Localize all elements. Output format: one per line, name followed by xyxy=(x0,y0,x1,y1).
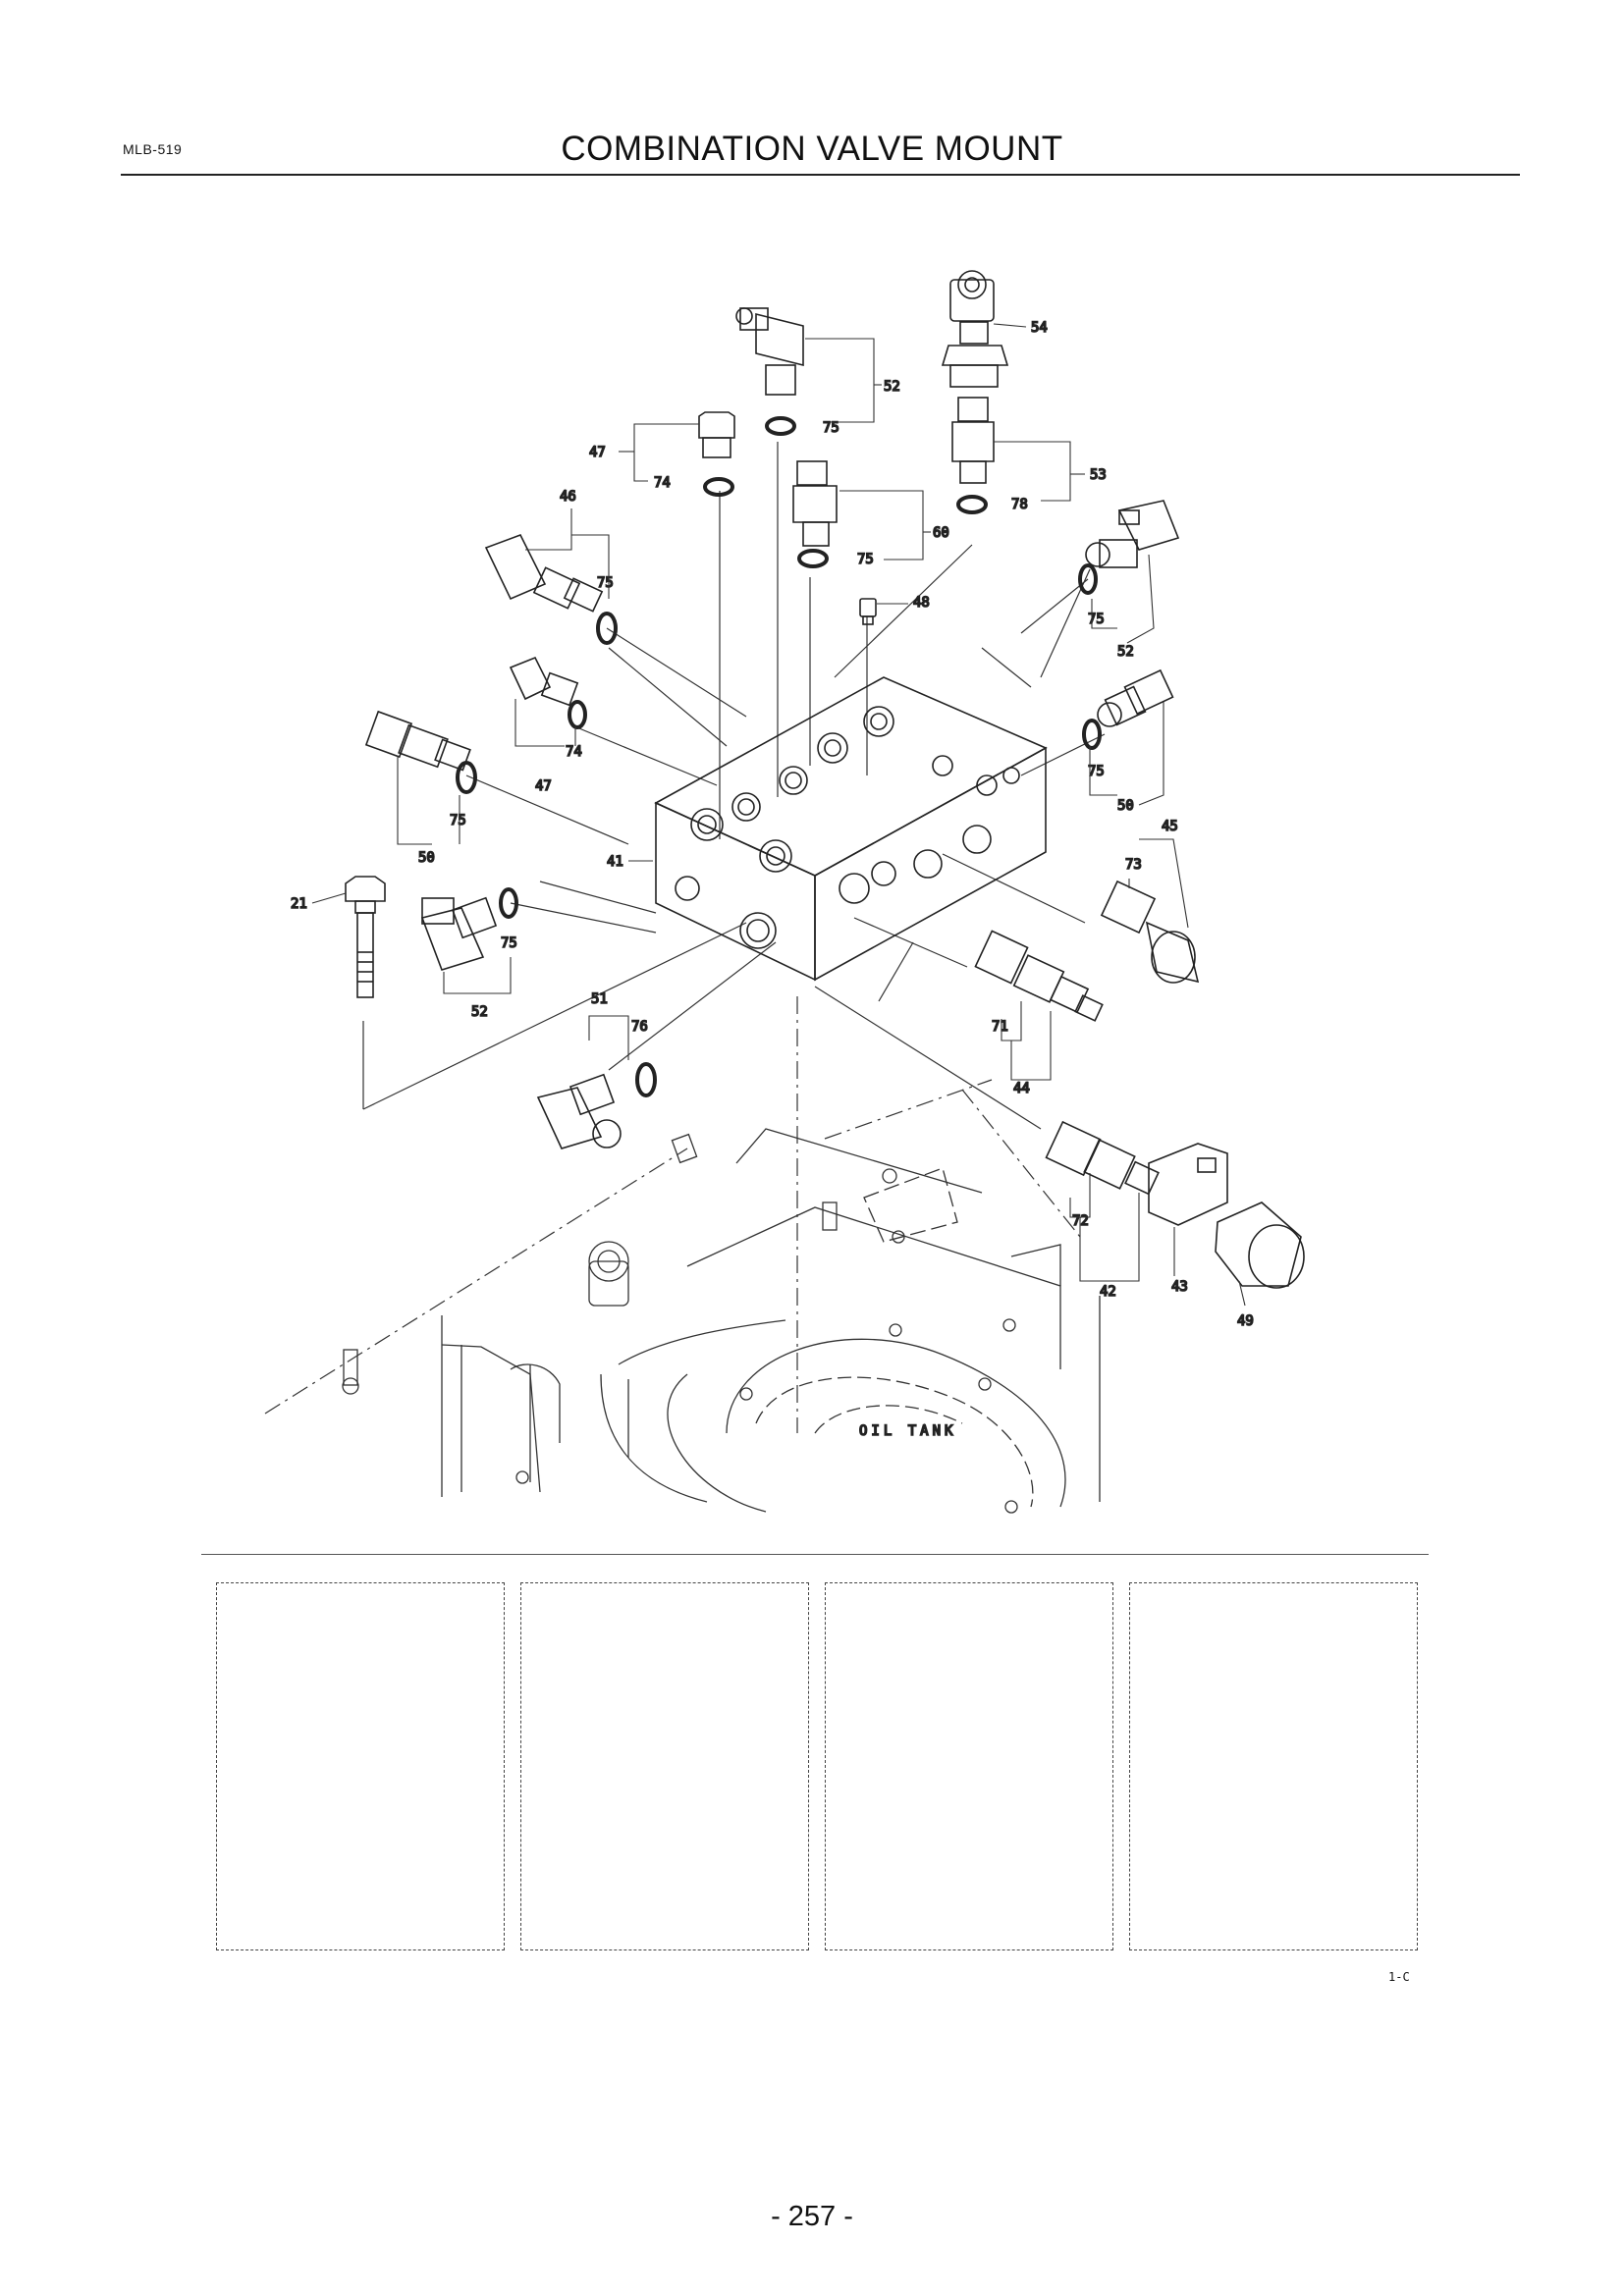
o-ring xyxy=(568,700,587,729)
fitting-53 xyxy=(951,397,995,484)
callout-brackets xyxy=(311,323,1246,1307)
fitting-48 xyxy=(859,598,877,625)
legend-box-3 xyxy=(825,1582,1113,1950)
callout-71: 71 xyxy=(992,1019,1008,1035)
callout-51: 51 xyxy=(591,991,608,1007)
fitting-50-left xyxy=(364,710,471,772)
legend-box-2 xyxy=(520,1582,809,1950)
callout-50b: 50 xyxy=(418,850,435,866)
o-ring xyxy=(1078,563,1098,595)
fitting-46 xyxy=(484,534,604,613)
fitting-47-left xyxy=(509,656,579,707)
callout-52b: 52 xyxy=(1117,644,1134,660)
o-ring xyxy=(956,495,988,514)
callout-47b: 47 xyxy=(535,778,552,794)
callout-49: 49 xyxy=(1237,1313,1254,1329)
callout-75f: 75 xyxy=(450,813,466,828)
callout-54: 54 xyxy=(1031,320,1048,336)
callout-60: 60 xyxy=(933,525,949,541)
bolt-21 xyxy=(345,876,386,998)
callout-44: 44 xyxy=(1013,1081,1030,1096)
o-ring xyxy=(1082,719,1102,750)
callout-50: 50 xyxy=(1117,798,1134,814)
callout-75d: 75 xyxy=(1088,612,1105,627)
callout-75g: 75 xyxy=(501,935,517,951)
callout-74: 74 xyxy=(654,475,671,491)
callout-46: 46 xyxy=(560,489,576,505)
callout-43: 43 xyxy=(1171,1279,1188,1295)
header-divider xyxy=(121,174,1520,176)
plug-47-top xyxy=(698,411,735,458)
leader-lines xyxy=(362,442,1106,1130)
callout-labels: 54 52 75 47 74 53 78 46 60 75 75 48 75 5… xyxy=(290,319,1254,1440)
fitting-52-left xyxy=(420,896,498,971)
oil-tank-label: OIL TANK xyxy=(859,1423,956,1439)
o-ring xyxy=(456,761,477,794)
callout-48: 48 xyxy=(913,595,930,611)
page-title: COMBINATION VALVE MOUNT xyxy=(561,130,1063,168)
callout-76: 76 xyxy=(631,1019,648,1035)
page-number: - 257 - xyxy=(771,2201,853,2232)
fitting-52-top xyxy=(735,307,804,396)
callout-73: 73 xyxy=(1125,857,1142,873)
o-ring xyxy=(797,549,829,568)
callout-52: 52 xyxy=(884,379,900,395)
fitting-51 xyxy=(536,1073,622,1149)
fitting-60 xyxy=(792,460,838,547)
legend-code: 1-C xyxy=(1388,1970,1410,1984)
o-ring xyxy=(703,477,734,497)
callout-47: 47 xyxy=(589,445,606,460)
fitting-52-right xyxy=(1085,500,1180,568)
callout-75b: 75 xyxy=(857,552,874,567)
o-ring xyxy=(499,887,518,919)
legend-divider xyxy=(201,1554,1429,1555)
legend-box-4 xyxy=(1129,1582,1418,1950)
callout-75: 75 xyxy=(823,420,839,436)
o-ring xyxy=(635,1062,657,1097)
center-lines xyxy=(264,996,1081,1433)
fitting-50-right xyxy=(1097,668,1174,727)
legend-box-1 xyxy=(216,1582,505,1950)
callout-21: 21 xyxy=(291,896,307,912)
cartridge-44 xyxy=(974,930,1104,1022)
callout-52c: 52 xyxy=(471,1004,488,1020)
o-ring xyxy=(596,612,618,645)
o-ring xyxy=(765,416,796,436)
callout-74b: 74 xyxy=(566,744,582,760)
callout-41: 41 xyxy=(607,854,623,870)
manifold-block xyxy=(654,676,1048,982)
callout-75c: 75 xyxy=(597,575,614,591)
fitting-54 xyxy=(941,270,1009,388)
document-code: MLB-519 xyxy=(123,141,183,157)
callout-42: 42 xyxy=(1100,1284,1116,1300)
solenoid-coil-43 xyxy=(1148,1143,1305,1289)
callout-53: 53 xyxy=(1090,467,1107,483)
machine-frame xyxy=(342,1128,1101,1514)
exploded-parts-diagram: 54 52 75 47 74 53 78 46 60 75 75 48 75 5… xyxy=(264,270,1305,1514)
callout-75e: 75 xyxy=(1088,764,1105,779)
relief-valve-45 xyxy=(1100,880,1200,984)
callout-78: 78 xyxy=(1011,497,1028,512)
callout-45: 45 xyxy=(1162,819,1178,834)
solenoid-valve-42 xyxy=(1045,1120,1160,1196)
